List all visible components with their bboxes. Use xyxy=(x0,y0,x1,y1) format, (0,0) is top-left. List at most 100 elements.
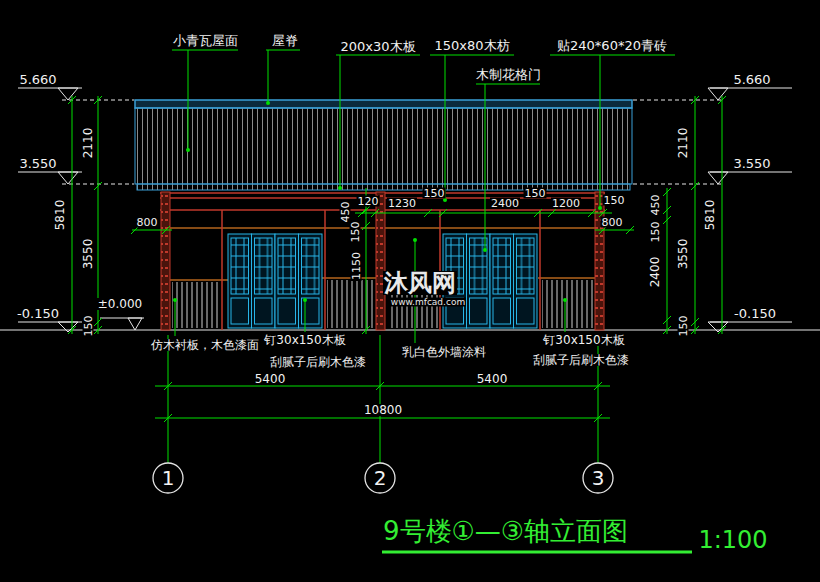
dimension-text: 1150 xyxy=(351,251,362,281)
leader-dot xyxy=(443,198,447,202)
roof xyxy=(137,184,630,190)
dimension-text: 5400 xyxy=(254,373,287,385)
roof xyxy=(135,100,632,108)
level-marker xyxy=(58,172,78,184)
dimension-line xyxy=(362,206,370,334)
dimension-text: 2110 xyxy=(82,127,94,160)
leader-line xyxy=(336,55,420,188)
level-value: 3.550 xyxy=(732,157,771,170)
dimension-text: 150 xyxy=(678,315,689,338)
lattice-door xyxy=(467,234,491,328)
dimension-text: 10800 xyxy=(363,404,403,416)
dimension-line xyxy=(695,96,696,334)
leader-line xyxy=(175,300,176,336)
level-marker xyxy=(708,88,728,100)
lattice-door xyxy=(275,234,299,328)
leader-dot xyxy=(303,298,307,302)
leader-dot xyxy=(483,248,487,252)
leader-line xyxy=(550,55,675,208)
lattice-door xyxy=(514,234,538,328)
material-note: 贴240*60*20青砖 xyxy=(556,39,668,52)
scale-text: 1:100 xyxy=(697,528,768,552)
dimension-text: 2400 xyxy=(649,256,661,289)
roof xyxy=(135,108,632,184)
wood-board-wall xyxy=(172,282,220,328)
leader-line xyxy=(305,300,306,332)
title-underline xyxy=(382,551,692,554)
dimension-line xyxy=(718,96,726,334)
dimension-text: 150 xyxy=(423,188,446,199)
leader-dot xyxy=(338,186,342,190)
material-note: 乳白色外墙涂料 xyxy=(401,346,487,358)
dimension-text: 2400 xyxy=(490,198,520,209)
material-note: 木制花格门 xyxy=(475,68,542,81)
dimension-text: 120 xyxy=(357,196,380,207)
axis-bubble: 1 xyxy=(152,462,184,494)
axis-number: 2 xyxy=(374,468,387,488)
material-note: 屋脊 xyxy=(271,34,299,47)
dimension-line xyxy=(380,335,381,463)
leader-dot xyxy=(186,148,190,152)
dimension-text: 5810 xyxy=(704,199,716,232)
material-note: 200x30木板 xyxy=(339,40,416,53)
axis-number: 3 xyxy=(592,468,605,488)
wood-board-wall xyxy=(327,280,374,328)
ground-line xyxy=(0,330,820,331)
leader-line xyxy=(266,50,300,103)
material-note: 钉30x150木板 xyxy=(263,334,346,346)
material-note: 刮腻子后刷木色漆 xyxy=(532,354,630,366)
brick-column xyxy=(161,192,170,330)
timber-post xyxy=(539,210,541,330)
timber-post xyxy=(324,210,326,330)
level-value: 5.660 xyxy=(18,73,57,86)
dimension-text: 5400 xyxy=(476,373,509,385)
dimension-text: 800 xyxy=(601,217,624,228)
leader-line xyxy=(476,84,540,250)
leader-line xyxy=(565,300,566,332)
level-marker xyxy=(633,100,724,101)
dimension-text: 450 xyxy=(650,194,661,217)
axis-circle xyxy=(153,463,183,493)
material-note: 刮腻子后刷木色漆 xyxy=(269,356,367,368)
level-marker xyxy=(58,88,78,100)
dimension-text: 150 xyxy=(603,195,626,206)
level-value: -0.150 xyxy=(733,307,777,320)
dimension-text: 2110 xyxy=(677,127,689,160)
dimension-text: 800 xyxy=(136,217,159,228)
wood-board-wall xyxy=(542,280,594,328)
leader-line xyxy=(172,50,238,150)
level-value: -0.150 xyxy=(16,307,60,320)
dimension-text: 150 xyxy=(350,221,361,244)
dimension-line xyxy=(168,335,169,463)
level-marker xyxy=(128,318,142,330)
dimension-line xyxy=(358,209,607,217)
dimension-line xyxy=(355,213,612,214)
dimension-line xyxy=(722,96,723,334)
level-marker xyxy=(18,88,792,332)
dimension-line xyxy=(68,96,76,334)
axis-circle xyxy=(365,463,395,493)
dimension-line xyxy=(595,230,634,231)
dimension-text: 1230 xyxy=(387,198,417,209)
leader-dot xyxy=(563,298,567,302)
timber-beam xyxy=(322,277,376,278)
watermark: 沐风网 xyxy=(383,271,457,295)
dimension-line xyxy=(155,418,610,419)
dimension-line xyxy=(155,386,610,387)
leader-dot xyxy=(173,298,177,302)
timber-beam xyxy=(170,279,228,280)
timber-post xyxy=(439,210,441,330)
dimension-line xyxy=(663,188,671,334)
dimension-text: 1200 xyxy=(551,198,581,209)
level-marker xyxy=(633,184,724,185)
lattice-door xyxy=(490,234,514,328)
ground-line xyxy=(0,329,820,330)
dimension-text: 150 xyxy=(83,315,94,338)
material-note: 仿木衬板，木色漆面 xyxy=(150,339,260,351)
lattice-door xyxy=(228,234,252,328)
dimension-text: 3550 xyxy=(82,238,94,271)
dimension-line xyxy=(164,382,602,390)
dimension-text: 150 xyxy=(650,221,661,244)
dimension-text: 3550 xyxy=(677,238,689,271)
